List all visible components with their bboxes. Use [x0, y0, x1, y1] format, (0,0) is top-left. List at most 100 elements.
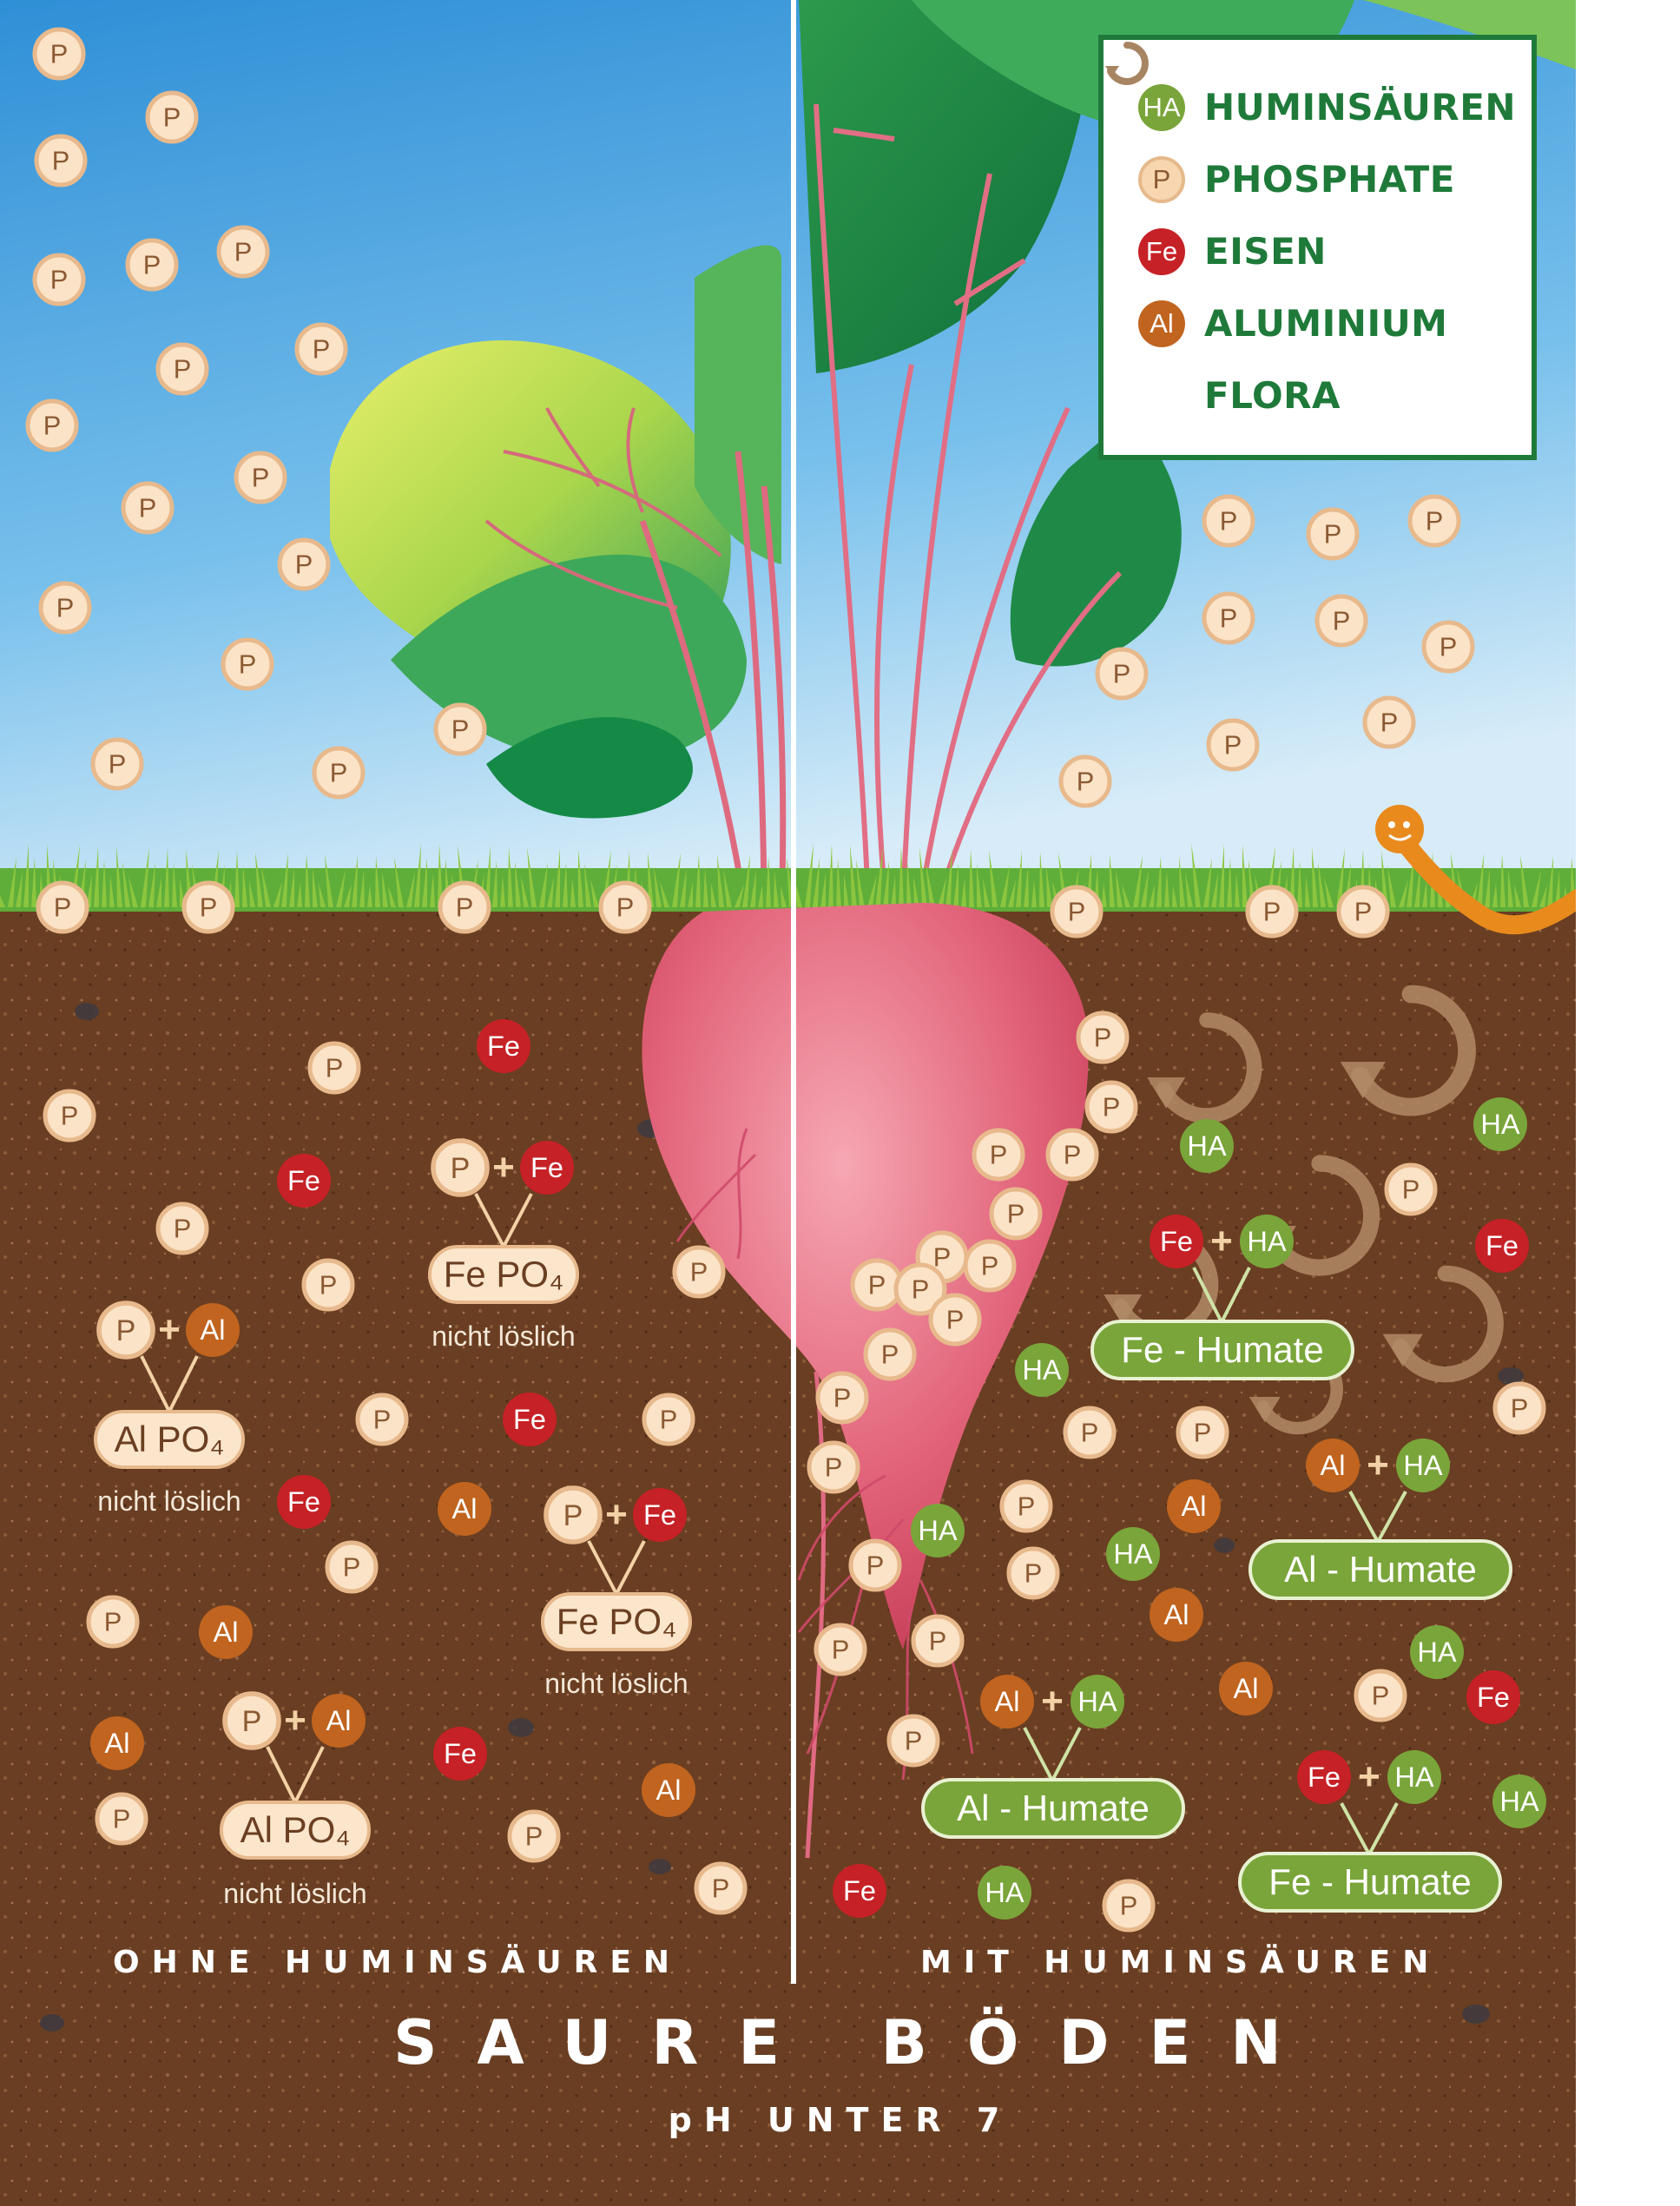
phosphate-label: P [912, 1274, 930, 1305]
phosphate-particle: P [158, 1204, 207, 1253]
phosphate-label: P [343, 1552, 361, 1583]
humic-particle: HA [911, 1504, 965, 1557]
iron-particle: Fe [477, 1019, 530, 1073]
phosphate-label: P [905, 1726, 923, 1756]
phosphate-particle: P [1204, 594, 1253, 642]
aluminium-particle: Al [642, 1763, 695, 1817]
phosphate-label: P [981, 1251, 999, 1281]
iron-particle: Fe [1475, 1219, 1529, 1273]
iron-icon: Fe [1138, 228, 1185, 275]
phosphate-particle: P [889, 1716, 938, 1765]
phosphate-label: P [1220, 506, 1238, 537]
phosphate-particle: P [304, 1261, 352, 1309]
phosphate-label: P [660, 1405, 678, 1435]
phosphate-label: P [1194, 1418, 1212, 1448]
aluminium-particle: Al [1150, 1588, 1203, 1642]
aluminium-particle: Al [1167, 1479, 1221, 1533]
phosphate-particle: P [696, 1864, 745, 1913]
phosphate-particle: P [1317, 596, 1366, 645]
phosphate-particle: P [1097, 649, 1146, 698]
humate-pill: Al - Humate [923, 1780, 1183, 1837]
humic-particle-label: HA [1417, 1636, 1457, 1668]
aluminium-particle-label: Al [201, 1314, 226, 1346]
phosphate-label: P [1440, 632, 1458, 662]
plus-sign: + [605, 1493, 628, 1536]
phosphate-label: P [50, 265, 69, 295]
phosphate-particle: P [436, 705, 484, 754]
humic-icon: HA [1138, 84, 1185, 131]
phosphate-label: P [1077, 767, 1095, 797]
phosphate-particle: P [965, 1241, 1014, 1290]
aluminium-particle-label: Al [1234, 1673, 1259, 1704]
humic-particle-label: HA [1022, 1354, 1062, 1386]
phosphate-label: P [139, 493, 157, 524]
phosphate-label: P [712, 1873, 730, 1904]
main-title: SAURE BÖDEN [0, 2007, 1680, 2078]
phosphate-label: P [866, 1551, 885, 1581]
phosphate-particle: P [818, 1373, 866, 1422]
humic-particle-label: HA [1403, 1450, 1443, 1481]
humic-particle: HA [1071, 1675, 1124, 1729]
aluminium-particle: Al [312, 1694, 366, 1748]
phosphate-particle: P [931, 1295, 979, 1344]
phosphate-label: P [1120, 1891, 1138, 1921]
phosphate-label: P [50, 39, 69, 69]
phosphate-label: P [881, 1340, 899, 1370]
phosphate-label: P [1018, 1492, 1036, 1522]
phosphate-label: P [43, 411, 62, 441]
insoluble-note: nicht löslich [223, 1878, 366, 1909]
phosphate-particle: P [1061, 757, 1110, 806]
plus-sign: + [1358, 1755, 1380, 1798]
phosphate-particle: P [45, 1091, 94, 1140]
phosphate-label: P [1113, 659, 1131, 689]
iron-particle: Fe [1297, 1750, 1351, 1804]
phosphate-particle: P [433, 1141, 487, 1195]
phosphate-label: P [174, 1214, 192, 1244]
salt-pill: Al PO₄ [96, 1412, 243, 1467]
phosphate-particle: P [851, 1541, 899, 1590]
phosphate-label: P [1354, 897, 1373, 927]
phosphate-particle: P [866, 1330, 914, 1379]
phosphate-label: P [1081, 1418, 1099, 1448]
plus-sign: + [284, 1699, 306, 1742]
aluminium-particle-label: Al [656, 1775, 682, 1806]
phosphate-particle: P [440, 883, 489, 932]
phosphate-particle: P [1104, 1881, 1153, 1930]
phosphate-particle: P [358, 1395, 406, 1444]
phosphate-particle: P [38, 883, 87, 932]
aluminium-particle: Al [199, 1605, 253, 1659]
phosphate-label: P [825, 1452, 843, 1483]
aluminium-particle: Al [186, 1303, 240, 1357]
phosphate-particle: P [601, 883, 649, 932]
iron-particle: Fe [633, 1488, 687, 1542]
aluminium-particle: Al [90, 1716, 144, 1770]
salt-pill-label: Fe PO₄ [444, 1254, 564, 1294]
phosphate-particle: P [809, 1443, 858, 1492]
iron-particle-label: Fe [287, 1486, 320, 1518]
phosphate-label: P [109, 749, 127, 780]
iron-particle-label: Fe [1477, 1682, 1510, 1713]
phosphate-particle: P [913, 1617, 962, 1665]
phosphate-label: P [1380, 708, 1399, 738]
salt-pill: Fe PO₄ [543, 1594, 690, 1650]
aluminium-particle-label: Al [105, 1728, 130, 1759]
phosphate-particle: P [99, 1303, 153, 1357]
humate-pill-label: Fe - Humate [1268, 1861, 1471, 1902]
phosphate-label: P [1224, 730, 1242, 761]
humate-pill: Fe - Humate [1240, 1854, 1500, 1911]
phosphate-label: P [1220, 603, 1238, 634]
phosphate-particle: P [28, 401, 76, 450]
phosphate-label: P [326, 1053, 344, 1083]
legend-item-iron: Fe EISEN [1138, 215, 1532, 287]
phosphate-label: P [1103, 1092, 1121, 1123]
phosphate-particle: P [546, 1488, 600, 1542]
phosphate-particle: P [89, 1597, 137, 1646]
aluminium-particle: Al [1306, 1439, 1360, 1492]
iron-particle: Fe [1150, 1215, 1203, 1268]
phosphate-particle: P [128, 240, 176, 289]
phosphate-label: P [234, 237, 253, 267]
phosphate-label: P [54, 892, 72, 923]
phosphate-label: P [116, 1314, 136, 1347]
phosphate-label: P [832, 1635, 850, 1665]
